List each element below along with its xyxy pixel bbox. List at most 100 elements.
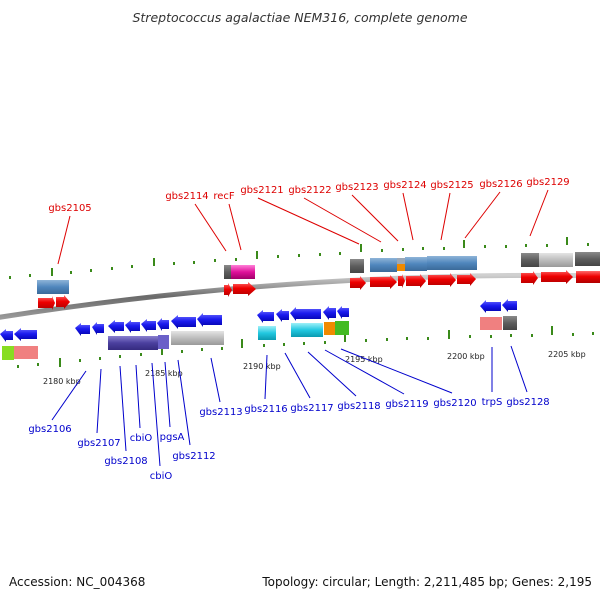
gene-label-gbs2128[interactable]: gbs2128 — [506, 397, 549, 408]
scale-label: 2195 kbp — [345, 355, 383, 364]
minus-strand-features — [2, 316, 517, 360]
gene-label-gbs2122[interactable]: gbs2122 — [288, 185, 331, 196]
label-leader — [324, 349, 405, 395]
gene-label-gbs2129[interactable]: gbs2129 — [526, 177, 569, 188]
label-leader — [440, 192, 451, 241]
scale-label: 2180 kbp — [43, 377, 81, 386]
feature-box — [480, 317, 502, 330]
bottom-tick-row — [17, 326, 594, 368]
gene-arrow-minus — [157, 318, 169, 331]
feature-box — [37, 280, 69, 294]
label-leader — [151, 362, 161, 467]
top-tick-row — [9, 237, 589, 279]
gene-arrow-minus — [290, 307, 321, 321]
feature-box — [108, 336, 158, 350]
gene-label-cbiO-2[interactable]: cbiO — [150, 471, 173, 482]
gene-label-gbs2126[interactable]: gbs2126 — [479, 179, 522, 190]
gene-label-trpS[interactable]: trpS — [482, 397, 503, 408]
feature-box — [258, 326, 276, 340]
scale-label: 2205 kbp — [548, 350, 586, 359]
gene-label-gbs2118[interactable]: gbs2118 — [337, 401, 380, 412]
feature-box — [224, 265, 231, 279]
feature-box — [405, 257, 427, 271]
label-leader — [177, 359, 191, 446]
gene-label-gbs2105[interactable]: gbs2105 — [48, 203, 91, 214]
label-leader — [257, 197, 360, 245]
gene-label-gbs2117[interactable]: gbs2117 — [290, 403, 333, 414]
gene-label-recF[interactable]: recF — [213, 191, 235, 202]
feature-box — [370, 258, 397, 272]
gene-arrow-minus — [14, 328, 37, 341]
feature-box — [397, 258, 405, 264]
scale-label: 2190 kbp — [243, 362, 281, 371]
label-leader — [264, 354, 268, 400]
gene-arrow-plus — [521, 271, 538, 285]
gene-label-gbs2114[interactable]: gbs2114 — [165, 191, 208, 202]
gene-label-gbs2125[interactable]: gbs2125 — [430, 180, 473, 191]
scale-label: 2200 kbp — [447, 352, 485, 361]
label-leader — [307, 351, 357, 397]
gene-label-gbs2124[interactable]: gbs2124 — [383, 180, 426, 191]
gene-label-gbs2120[interactable]: gbs2120 — [433, 398, 476, 409]
gene-arrow-plus — [398, 274, 405, 288]
label-leader — [284, 352, 311, 399]
gene-label-gbs2108[interactable]: gbs2108 — [104, 456, 147, 467]
gene-arrow-minus — [0, 329, 13, 342]
label-leader — [57, 215, 71, 265]
gene-label-gbs2119[interactable]: gbs2119 — [385, 399, 428, 410]
scale-label: 2185 kbp — [145, 369, 183, 378]
feature-box — [158, 335, 169, 349]
feature-box — [335, 321, 349, 335]
gene-arrow-plus — [224, 283, 232, 297]
feature-box — [397, 264, 405, 271]
feature-box — [521, 253, 539, 267]
gene-arrow-minus — [125, 320, 140, 333]
gene-arrow-minus — [141, 319, 156, 332]
feature-box — [171, 331, 224, 345]
gene-arrow-minus — [108, 320, 124, 333]
gene-label-pgsA[interactable]: pgsA — [160, 432, 185, 443]
label-leader — [119, 365, 127, 452]
gene-arrow-plus — [350, 276, 366, 290]
gene-arrow-minus — [92, 322, 104, 335]
feature-box — [2, 346, 14, 360]
gene-arrow-minus — [502, 299, 517, 312]
gene-arrow-minus — [197, 313, 222, 327]
label-leader — [402, 192, 414, 241]
label-leader — [510, 345, 528, 393]
gene-arrow-minus — [171, 315, 196, 329]
label-leader — [96, 368, 102, 434]
gene-arrow-minus — [480, 300, 501, 313]
bottom-labels: gbs2106 gbs2107 gbs2108 cbiO cbiO pgsA g… — [28, 345, 550, 482]
feature-box — [539, 253, 573, 267]
gene-label-gbs2107[interactable]: gbs2107 — [77, 438, 120, 449]
gene-arrow-plus — [576, 271, 600, 283]
gene-arrow-plus — [233, 282, 256, 296]
feature-box — [324, 322, 335, 335]
gene-arrow-plus — [370, 275, 397, 289]
gene-label-gbs2112[interactable]: gbs2112 — [172, 451, 215, 462]
gene-arrow-plus — [457, 273, 476, 286]
gene-arrow-plus — [38, 296, 55, 310]
label-leader — [351, 194, 399, 242]
label-leader — [340, 348, 453, 394]
gene-label-gbs2116[interactable]: gbs2116 — [244, 404, 287, 415]
gene-label-gbs2123[interactable]: gbs2123 — [335, 182, 378, 193]
gene-arrow-plus — [428, 273, 456, 287]
gene-label-cbiO-1[interactable]: cbiO — [130, 433, 153, 444]
gene-label-gbs2121[interactable]: gbs2121 — [240, 185, 283, 196]
label-leader — [529, 189, 549, 237]
gene-label-gbs2106[interactable]: gbs2106 — [28, 424, 71, 435]
feature-box — [503, 316, 517, 330]
gene-arrow-minus — [276, 309, 289, 322]
feature-box — [291, 323, 323, 337]
top-labels: gbs2105 gbs2114 recF gbs2121 gbs2122 gbs… — [48, 177, 570, 265]
label-leader — [228, 203, 242, 251]
genome-backbone — [0, 272, 600, 320]
gene-label-gbs2113[interactable]: gbs2113 — [199, 407, 242, 418]
feature-box — [231, 265, 255, 279]
gene-arrow-minus — [257, 310, 274, 323]
feature-box — [457, 256, 477, 270]
topology-text: Topology: circular; Length: 2,211,485 bp… — [261, 575, 592, 589]
label-leader — [51, 370, 87, 421]
